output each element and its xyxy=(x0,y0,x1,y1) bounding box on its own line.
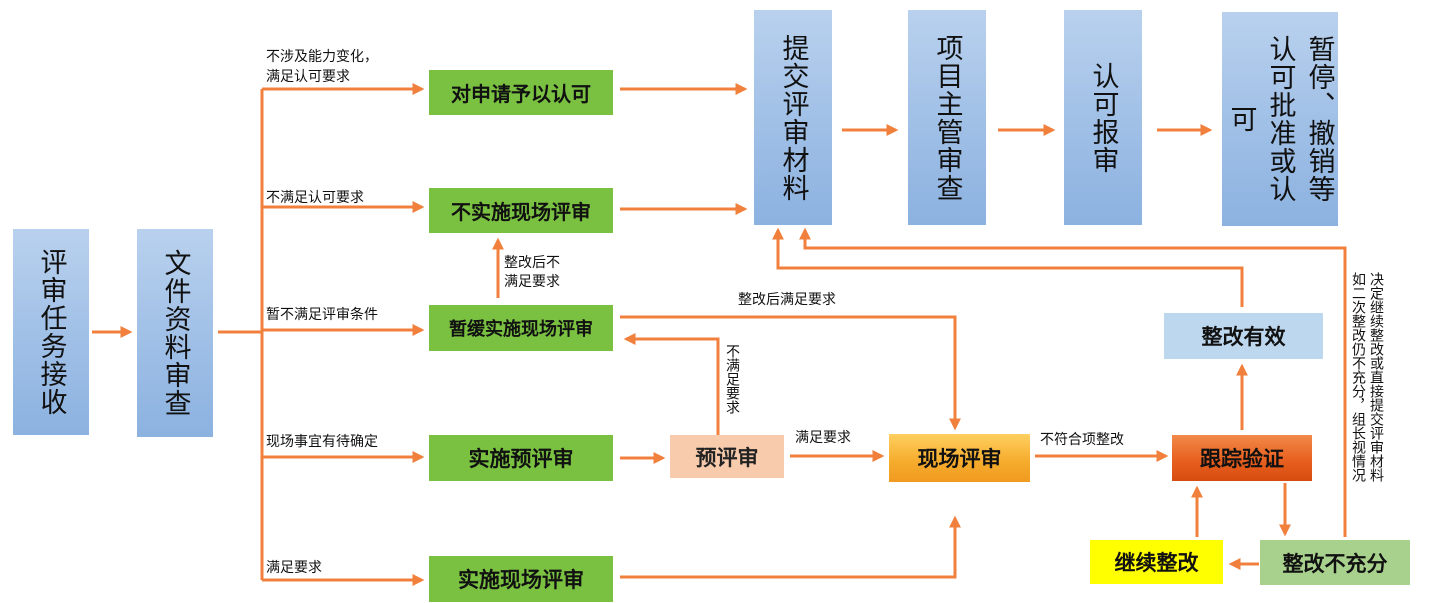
label-temp-not-meet: 暂不满足评审条件 xyxy=(266,307,378,323)
node-continue-rect: 继续整改 xyxy=(1090,540,1223,584)
node-submit-materials: 提交评审材料 xyxy=(754,10,832,225)
node-submit-materials-label: 提交评审材料 xyxy=(777,33,809,202)
label-not-meet-accreditation: 不满足认可要求 xyxy=(266,190,364,206)
node-rect-insufficient: 整改不充分 xyxy=(1260,540,1410,585)
label-after-rect-meets: 整改后满足要求 xyxy=(738,292,836,308)
node-onsite-impl-label: 实施现场评审 xyxy=(458,568,584,592)
node-project-review-label: 项目主管审查 xyxy=(931,33,963,202)
node-pre-review-label: 预评审 xyxy=(695,445,759,470)
node-postpone-label: 暂缓实施现场评审 xyxy=(449,319,593,340)
label-nonconformity: 不符合项整改 xyxy=(1040,432,1124,448)
arrow-effective-to-submit xyxy=(772,227,1244,307)
label-not-meet-req: 不满足要求 xyxy=(724,344,740,414)
arrow-prereview-back-to-postpone xyxy=(623,333,720,435)
label-meets-accreditation: 满足认可要求 xyxy=(266,69,350,85)
label-decision-col1: 决定继续整改或直接提交评审材料 xyxy=(1368,272,1384,482)
arrow-postpone-to-onsite xyxy=(620,315,961,431)
node-final: 暂停、撤销等认可批准或认可 xyxy=(1222,12,1338,226)
node-task-receive: 评审任务接收 xyxy=(13,229,89,435)
node-postpone: 暂缓实施现场评审 xyxy=(429,305,613,351)
node-final-label: 暂停、撤销等认可批准或认可 xyxy=(1225,35,1335,203)
node-pre-review-impl-label: 实施预评审 xyxy=(468,447,574,471)
label-meets-req-mid: 满足要求 xyxy=(795,430,851,446)
node-pre-review: 预评审 xyxy=(670,435,784,478)
node-follow-verify: 跟踪验证 xyxy=(1172,435,1312,481)
label-pending-onsite: 现场事宜有待确定 xyxy=(266,434,378,450)
arrow-insufficient-to-submit xyxy=(799,227,1347,537)
arrow-onsiteimpl-to-onsite xyxy=(620,515,961,579)
label-after-rect-not-2: 满足要求 xyxy=(504,274,560,290)
node-onsite-review-label: 现场评审 xyxy=(917,447,1002,471)
label-after-rect-not-1: 整改后不 xyxy=(504,255,560,271)
node-follow-verify-label: 跟踪验证 xyxy=(1200,447,1284,471)
node-continue-rect-label: 继续整改 xyxy=(1114,551,1199,575)
node-doc-review: 文件资料审查 xyxy=(137,229,213,437)
node-onsite-impl: 实施现场评审 xyxy=(429,556,613,602)
node-grant-label: 对申请予以认可 xyxy=(451,82,591,106)
node-project-review: 项目主管审查 xyxy=(908,10,986,225)
node-rect-effective-label: 整改有效 xyxy=(1201,325,1286,349)
label-no-capability-change: 不涉及能力变化， xyxy=(266,49,378,65)
node-rect-insufficient-label: 整改不充分 xyxy=(1282,551,1388,576)
node-onsite-review: 现场评审 xyxy=(889,434,1030,482)
label-decision-col2: 如二次整改仍不充分，组长视情况 xyxy=(1350,272,1366,482)
node-no-onsite: 不实施现场评审 xyxy=(429,188,613,233)
node-approval-report: 认可报审 xyxy=(1064,10,1142,225)
node-doc-review-label: 文件资料审查 xyxy=(159,249,191,417)
node-rect-effective: 整改有效 xyxy=(1164,313,1323,359)
label-meets-req-bottom: 满足要求 xyxy=(266,560,322,576)
node-no-onsite-label: 不实施现场评审 xyxy=(451,200,591,224)
node-pre-review-impl: 实施预评审 xyxy=(429,435,613,481)
node-approval-report-label: 认可报审 xyxy=(1087,61,1119,174)
node-grant: 对申请予以认可 xyxy=(429,70,613,115)
node-task-receive-label: 评审任务接收 xyxy=(35,248,67,416)
